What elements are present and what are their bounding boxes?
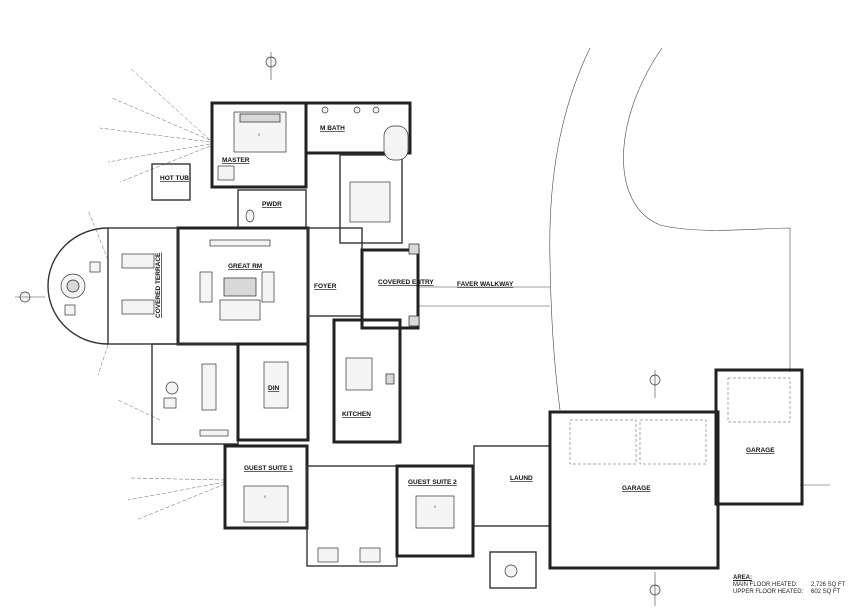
- guest-wing: [223, 444, 475, 567]
- label-laund: LAUND: [510, 475, 533, 482]
- section-markers: [15, 52, 830, 606]
- label-faver-walkway: FAVER WALKWAY: [457, 281, 514, 288]
- covered-terrace: [47, 227, 179, 345]
- area-upper-value: 602 SQ FT: [811, 589, 841, 595]
- dining-area: [151, 342, 310, 445]
- label-garage-1: GARAGE: [622, 485, 651, 492]
- area-title: AREA:: [733, 575, 752, 581]
- label-guest-suite-2: GUEST SUITE 2: [408, 479, 457, 486]
- great-room: [176, 226, 310, 346]
- label-kitchen: KITCHEN: [342, 411, 371, 418]
- master-wing: [210, 101, 412, 244]
- bed-mark-guest-2: K: [434, 505, 437, 509]
- label-m-bath: M BATH: [320, 125, 345, 132]
- label-hot-tub: HOT TUB: [160, 175, 189, 182]
- area-row-main: MAIN FLOOR HEATED: 2,726 SQ FT: [733, 582, 845, 589]
- bed-mark-master: K: [258, 133, 261, 137]
- kitchen: [332, 318, 402, 444]
- area-summary: AREA: MAIN FLOOR HEATED: 2,726 SQ FT UPPE…: [733, 575, 845, 596]
- label-covered-entry: COVERED ENTRY: [378, 279, 434, 286]
- area-main-label: MAIN FLOOR HEATED:: [733, 582, 798, 588]
- room-labels: MASTER M BATH HOT TUB PWDR GREAT RM FOYE…: [155, 125, 775, 509]
- label-master: MASTER: [222, 157, 250, 164]
- label-garage-2: GARAGE: [746, 447, 775, 454]
- label-foyer: FOYER: [314, 283, 337, 290]
- garages: [548, 368, 804, 570]
- hot-tub: [151, 163, 191, 201]
- label-din: DIN: [268, 385, 280, 392]
- label-covered-terrace: COVERED TERRACE: [155, 252, 162, 318]
- label-great-rm: GREAT RM: [228, 263, 262, 270]
- foyer-entry: [307, 227, 420, 330]
- label-pwdr: PWDR: [262, 201, 282, 208]
- powder-room: [237, 189, 307, 229]
- bed-mark-guest-1: K: [264, 495, 267, 499]
- area-upper-label: UPPER FLOOR HEATED:: [733, 589, 804, 595]
- laundry: [473, 445, 551, 589]
- driveway: [418, 47, 791, 411]
- area-main-value: 2,726 SQ FT: [811, 582, 846, 588]
- area-row-upper: UPPER FLOOR HEATED: 602 SQ FT: [733, 589, 845, 596]
- label-guest-suite-1: GUEST SUITE 1: [244, 465, 293, 472]
